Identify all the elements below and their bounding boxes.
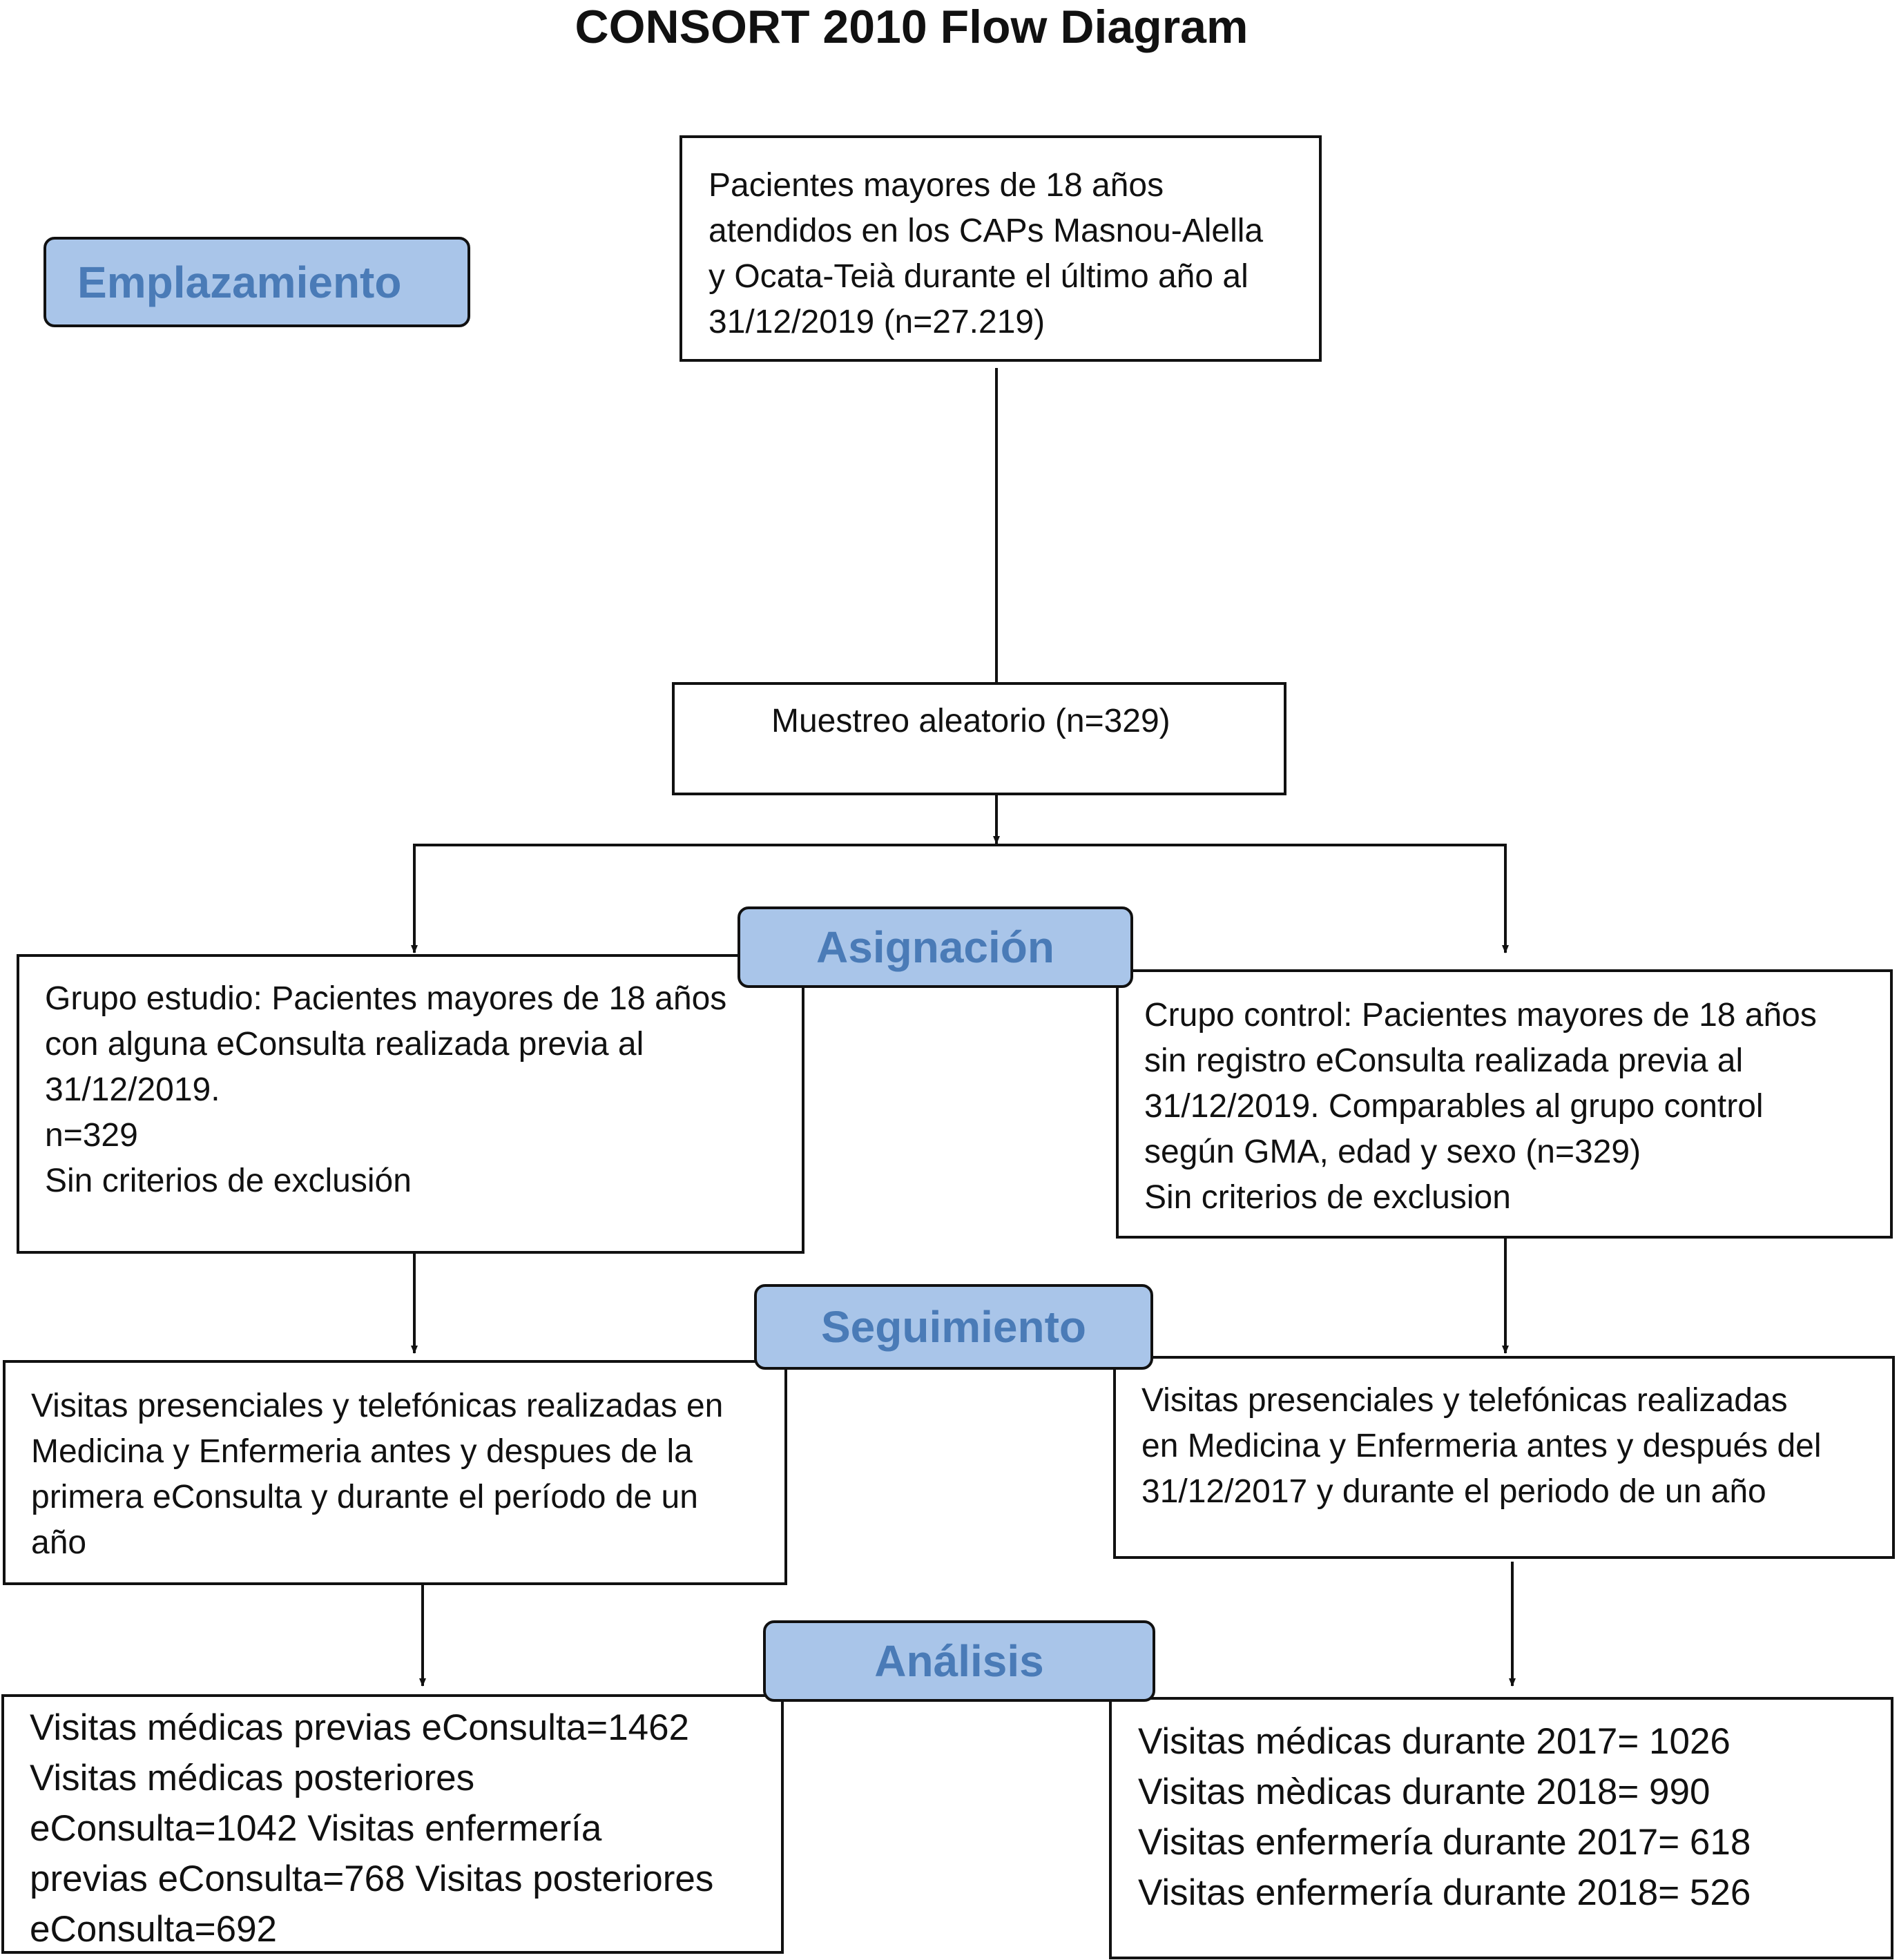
stage-label-allocation-text: Asignación	[816, 922, 1054, 972]
study-analysis-line-4: previas eConsulta=768 Visitas posteriore…	[30, 1859, 714, 1899]
control-group-box: Crupo control: Pacientes mayores de 18 a…	[1116, 969, 1893, 1239]
control-followup-box: Visitas presenciales y telefónicas reali…	[1113, 1356, 1895, 1559]
random-sample-box: Muestreo aleatorio (n=329)	[672, 682, 1286, 795]
study-followup-line-1: Visitas presenciales y telefónicas reali…	[31, 1388, 724, 1424]
population-line-3: y Ocata-Teià durante el último año al	[708, 258, 1249, 295]
control-analysis-line-2: Visitas mèdicas durante 2018= 990	[1138, 1772, 1710, 1812]
study-analysis-line-1: Visitas médicas previas eConsulta=1462	[30, 1707, 690, 1748]
control-group-line-3: 31/12/2019. Comparables al grupo control	[1144, 1088, 1764, 1125]
study-analysis-box: Visitas médicas previas eConsulta=1462 V…	[1, 1694, 784, 1954]
stage-label-analysis-text: Análisis	[874, 1636, 1044, 1686]
random-sample-line: Muestreo aleatorio (n=329)	[771, 703, 1170, 739]
control-analysis-line-4: Visitas enfermería durante 2018= 526	[1138, 1872, 1751, 1913]
stage-label-analysis: Análisis	[763, 1620, 1155, 1702]
control-analysis-line-3: Visitas enfermería durante 2017= 618	[1138, 1822, 1751, 1863]
study-followup-line-2: Medicina y Enfermeria antes y despues de…	[31, 1433, 693, 1470]
stage-label-followup-text: Seguimiento	[820, 1302, 1087, 1352]
stage-label-allocation: Asignación	[738, 906, 1133, 988]
control-analysis-box: Visitas médicas durante 2017= 1026 Visit…	[1109, 1697, 1893, 1959]
study-analysis-line-3: eConsulta=1042 Visitas enfermería	[30, 1808, 602, 1849]
control-group-line-5: Sin criterios de exclusion	[1144, 1179, 1511, 1216]
control-analysis-line-1: Visitas médicas durante 2017= 1026	[1138, 1721, 1731, 1762]
stage-label-enrollment-text: Emplazamiento	[77, 257, 402, 307]
control-followup-line-1: Visitas presenciales y telefónicas reali…	[1141, 1382, 1788, 1419]
population-line-2: atendidos en los CAPs Masnou-Alella	[708, 213, 1264, 249]
stage-label-enrollment: Emplazamiento	[44, 237, 470, 327]
study-analysis-line-5: eConsulta=692	[30, 1909, 278, 1950]
control-followup-line-2: en Medicina y Enfermeria antes y después…	[1141, 1428, 1822, 1464]
study-followup-line-4: año	[31, 1524, 87, 1561]
study-group-box: Grupo estudio: Pacientes mayores de 18 a…	[17, 954, 804, 1254]
population-box: Pacientes mayores de 18 años atendidos e…	[679, 135, 1322, 362]
study-followup-line-3: primera eConsulta y durante el período d…	[31, 1479, 698, 1515]
control-followup-line-3: 31/12/2017 y durante el periodo de un añ…	[1141, 1473, 1766, 1510]
study-followup-box: Visitas presenciales y telefónicas reali…	[3, 1360, 787, 1585]
study-analysis-line-2: Visitas médicas posteriores	[30, 1758, 475, 1798]
study-group-line-3: 31/12/2019.	[45, 1071, 220, 1108]
population-line-1: Pacientes mayores de 18 años	[708, 167, 1164, 204]
stage-label-followup: Seguimiento	[754, 1284, 1153, 1370]
study-group-line-4: n=329	[45, 1117, 138, 1154]
control-group-line-4: según GMA, edad y sexo (n=329)	[1144, 1134, 1641, 1170]
study-group-line-5: Sin criterios de exclusión	[45, 1163, 412, 1199]
population-line-4: 31/12/2019 (n=27.219)	[708, 304, 1045, 340]
study-group-line-2: con alguna eConsulta realizada previa al	[45, 1026, 644, 1063]
study-group-line-1: Grupo estudio: Pacientes mayores de 18 a…	[45, 980, 727, 1017]
control-group-line-2: sin registro eConsulta realizada previa …	[1144, 1042, 1744, 1079]
diagram-title: CONSORT 2010 Flow Diagram	[575, 1, 1249, 53]
control-group-line-1: Crupo control: Pacientes mayores de 18 a…	[1144, 997, 1817, 1034]
